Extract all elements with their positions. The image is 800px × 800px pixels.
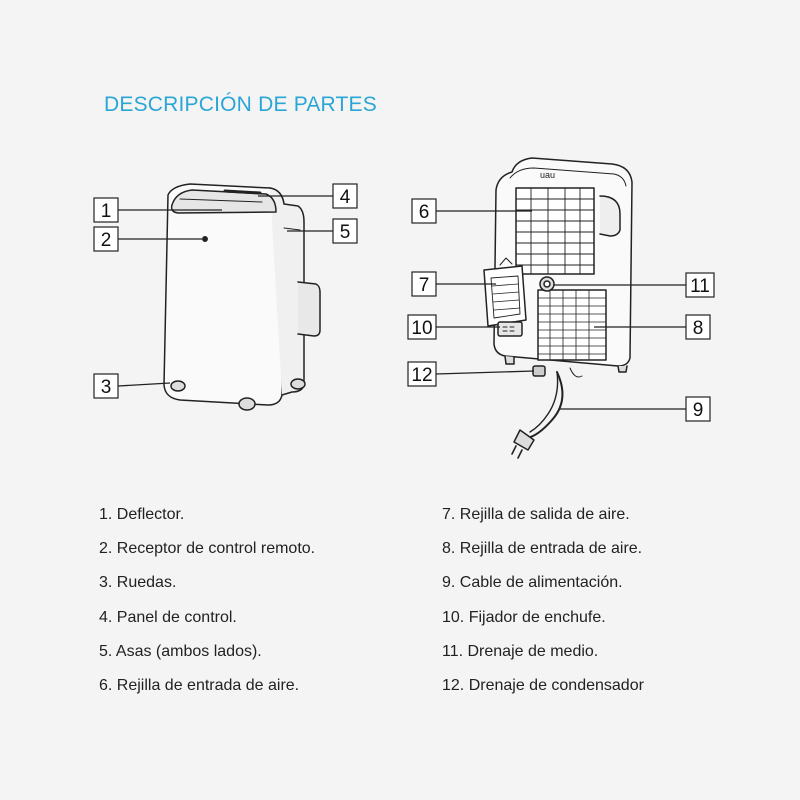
callout-2: 2 bbox=[93, 226, 119, 252]
back-unit-illustration: uau bbox=[483, 157, 633, 459]
callout-label: 7 bbox=[419, 275, 430, 296]
callout-label: 11 bbox=[690, 276, 710, 297]
callout-1: 1 bbox=[93, 197, 119, 223]
part-item: 3. Ruedas. bbox=[99, 574, 177, 592]
callout-12: 12 bbox=[407, 361, 437, 387]
callout-4: 4 bbox=[332, 183, 358, 209]
callout-label: 6 bbox=[419, 202, 430, 223]
callout-label: 1 bbox=[101, 201, 112, 222]
front-unit-illustration bbox=[163, 183, 321, 411]
leader-lines bbox=[117, 195, 686, 410]
part-item: 6. Rejilla de entrada de aire. bbox=[99, 676, 300, 694]
part-item: 1. Deflector. bbox=[99, 506, 185, 523]
svg-text:uau: uau bbox=[540, 170, 555, 180]
callout-8: 8 bbox=[685, 314, 711, 340]
part-item: 8. Rejilla de entrada de aire. bbox=[442, 540, 643, 558]
part-item: 5. Asas (ambos lados). bbox=[99, 642, 262, 660]
part-item: 10. Fijador de enchufe. bbox=[442, 608, 606, 626]
callout-label: 2 bbox=[101, 230, 112, 251]
part-item: 4. Panel de control. bbox=[99, 608, 237, 626]
callout-5: 5 bbox=[332, 218, 358, 244]
callout-label: 9 bbox=[693, 400, 704, 421]
callout-label: 3 bbox=[101, 377, 112, 398]
part-item: 7. Rejilla de salida de aire. bbox=[442, 506, 630, 523]
callout-10: 10 bbox=[407, 314, 437, 340]
callout-label: 5 bbox=[340, 222, 351, 243]
parts-list-right: 7. Rejilla de salida de aire. 8. Rejilla… bbox=[442, 505, 644, 710]
callout-6: 6 bbox=[411, 198, 437, 224]
callout-7: 7 bbox=[411, 271, 437, 297]
part-item: 2. Receptor de control remoto. bbox=[99, 540, 316, 558]
part-item: 9. Cable de alimentación. bbox=[442, 574, 623, 592]
callout-label: 12 bbox=[411, 365, 432, 386]
callout-11: 11 bbox=[685, 272, 715, 298]
part-item: 11. Drenaje de medio. bbox=[442, 642, 599, 660]
callout-label: 10 bbox=[411, 318, 432, 339]
callout-label: 8 bbox=[693, 318, 704, 339]
part-item: 12. Drenaje de condensador bbox=[442, 676, 644, 694]
page-title: DESCRIPCIÓN DE PARTES bbox=[104, 93, 377, 116]
callout-label: 4 bbox=[340, 187, 351, 208]
parts-list-left: 1. Deflector. 2. Receptor de control rem… bbox=[99, 505, 315, 710]
callout-9: 9 bbox=[685, 396, 711, 422]
callout-3: 3 bbox=[93, 373, 119, 399]
